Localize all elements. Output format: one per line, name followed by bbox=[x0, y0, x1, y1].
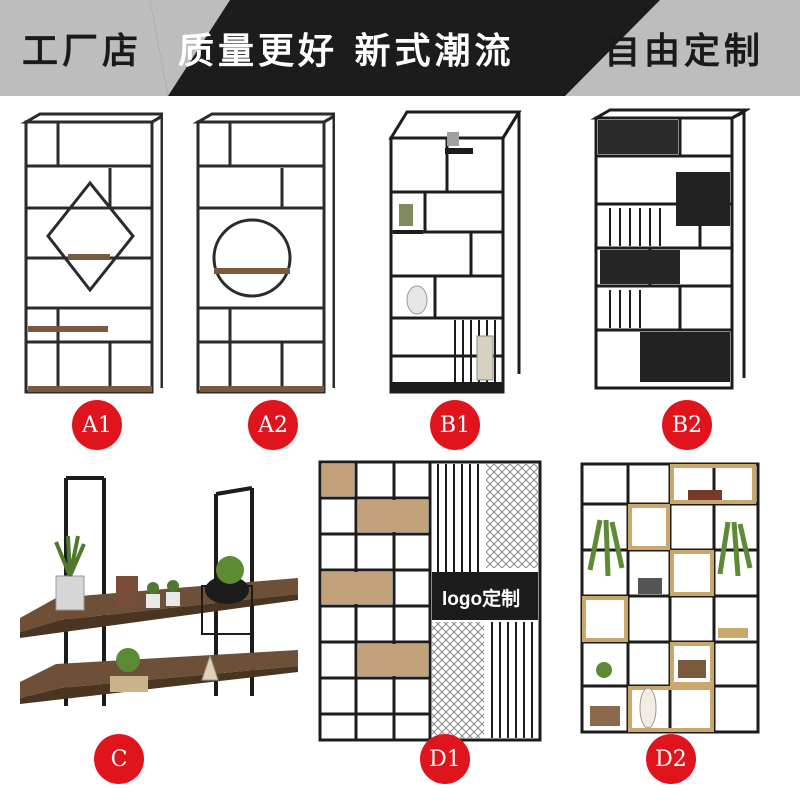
top-banner: 工厂店 质量更好 新式潮流 自由定制 bbox=[0, 0, 800, 96]
product-image-a1[interactable] bbox=[18, 108, 163, 398]
product-badge-a2: A2 bbox=[248, 400, 298, 450]
product-image-a2[interactable] bbox=[190, 108, 335, 398]
product-image-d1[interactable]: logo定制 bbox=[318, 460, 542, 742]
banner-text-slogan: 质量更好 新式潮流 bbox=[178, 30, 515, 72]
product-image-b1[interactable] bbox=[385, 108, 525, 398]
shelf-d1-illustration bbox=[318, 460, 542, 742]
product-image-b2[interactable] bbox=[590, 108, 750, 398]
shelf-c-illustration bbox=[20, 476, 298, 706]
product-badge-b1: B1 bbox=[430, 400, 480, 450]
banner-text-custom: 自由定制 bbox=[604, 30, 765, 72]
product-badge-a1: A1 bbox=[72, 400, 122, 450]
product-badge-b2: B2 bbox=[662, 400, 712, 450]
shelf-a2-illustration bbox=[192, 112, 335, 394]
product-badge-d2: D2 bbox=[646, 734, 696, 784]
logo-custom-label: logo定制 bbox=[442, 589, 521, 610]
shelf-b1-illustration bbox=[388, 110, 522, 394]
product-image-c[interactable] bbox=[16, 470, 306, 740]
shelf-d2-illustration bbox=[580, 462, 760, 734]
shelf-b2-illustration bbox=[590, 108, 750, 390]
product-image-d2[interactable] bbox=[578, 460, 762, 736]
shelf-a1-illustration bbox=[20, 112, 163, 394]
product-badge-c: C bbox=[94, 734, 144, 784]
product-badge-d1: D1 bbox=[420, 734, 470, 784]
banner-background bbox=[0, 0, 800, 96]
banner-text-factory: 工厂店 bbox=[22, 30, 143, 72]
